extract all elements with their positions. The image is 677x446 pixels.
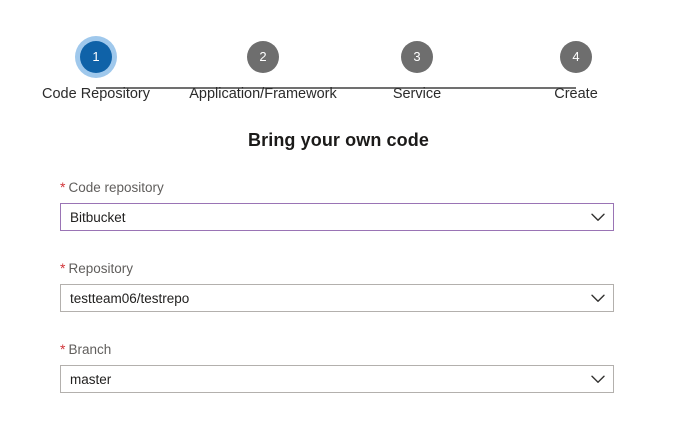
repository-value: testteam06/testrepo <box>70 290 190 306</box>
stepper-connector-line <box>96 87 576 89</box>
wizard-step-1-label: Code Repository <box>42 86 150 102</box>
repository-label: *Repository <box>60 259 614 278</box>
field-code-repository: *Code repository Bitbucket <box>60 178 614 231</box>
byoc-form: *Code repository Bitbucket *Repository t… <box>60 178 614 413</box>
field-branch: *Branch master <box>60 340 614 393</box>
branch-value: master <box>70 371 112 387</box>
chevron-down-icon[interactable] <box>583 213 613 222</box>
page-title: Bring your own code <box>248 130 429 150</box>
repository-dropdown[interactable]: testteam06/testrepo <box>60 284 614 312</box>
wizard-step-3-circle[interactable]: 3 <box>401 41 433 73</box>
repository-label-text: Repository <box>68 261 133 276</box>
wizard-step-1[interactable]: 1 Code Repository <box>16 30 176 102</box>
required-asterisk-icon: * <box>60 179 66 195</box>
wizard-stepper: 1 Code Repository 2 Application/Framewor… <box>0 30 677 120</box>
wizard-step-3-label: Service <box>392 86 442 102</box>
code-repository-dropdown[interactable]: Bitbucket <box>60 203 614 231</box>
chevron-down-icon[interactable] <box>583 294 613 303</box>
code-repository-label-text: Code repository <box>68 180 164 195</box>
wizard-step-2-label: Application/Framework <box>189 86 337 102</box>
required-asterisk-icon: * <box>60 341 66 357</box>
wizard-step-2[interactable]: 2 Application/Framework <box>183 30 343 102</box>
branch-label-text: Branch <box>68 342 112 357</box>
wizard-step-1-circle[interactable]: 1 <box>80 41 112 73</box>
wizard-step-3[interactable]: 3 Service <box>337 30 497 102</box>
code-repository-value: Bitbucket <box>70 209 126 225</box>
wizard-step-2-circle[interactable]: 2 <box>247 41 279 73</box>
wizard-step-4-label: Create <box>554 86 598 102</box>
field-repository: *Repository testteam06/testrepo <box>60 259 614 312</box>
wizard-step-4[interactable]: 4 Create <box>496 30 656 102</box>
chevron-down-icon[interactable] <box>583 375 613 384</box>
branch-label: *Branch <box>60 340 614 359</box>
wizard-step-4-circle[interactable]: 4 <box>560 41 592 73</box>
branch-dropdown[interactable]: master <box>60 365 614 393</box>
required-asterisk-icon: * <box>60 260 66 276</box>
code-repository-label: *Code repository <box>60 178 614 197</box>
